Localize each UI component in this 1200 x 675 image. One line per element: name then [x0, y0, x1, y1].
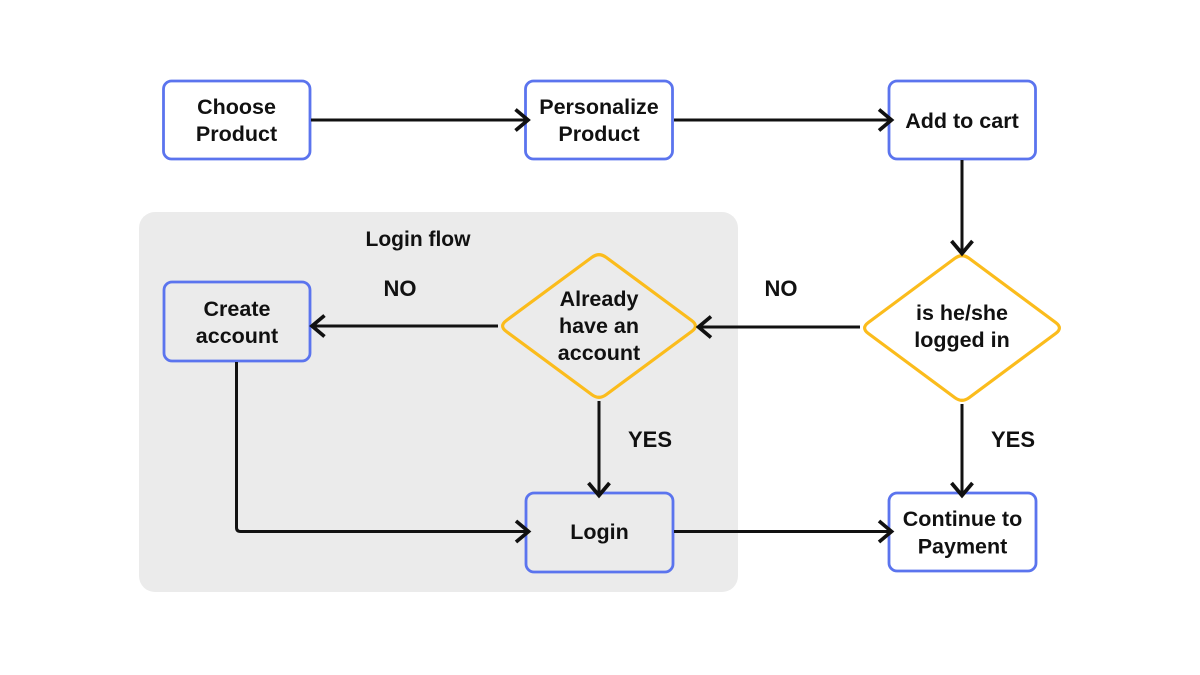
svg-text:logged in: logged in — [914, 328, 1010, 352]
svg-text:Login: Login — [570, 520, 629, 544]
svg-text:YES: YES — [628, 427, 672, 452]
svg-text:Payment: Payment — [918, 535, 1008, 559]
svg-text:Product: Product — [558, 122, 639, 146]
svg-text:account: account — [196, 324, 278, 348]
svg-text:YES: YES — [991, 427, 1035, 452]
svg-text:have an: have an — [559, 314, 639, 338]
svg-text:NO: NO — [765, 276, 798, 301]
svg-text:Login flow: Login flow — [366, 228, 472, 251]
svg-text:NO: NO — [384, 276, 417, 301]
svg-text:Choose: Choose — [197, 95, 276, 119]
svg-text:Personalize: Personalize — [539, 95, 659, 119]
svg-text:is he/she: is he/she — [916, 301, 1008, 325]
svg-text:Continue to: Continue to — [903, 507, 1022, 531]
svg-text:Create: Create — [204, 297, 271, 321]
svg-text:Add to cart: Add to cart — [905, 109, 1018, 133]
svg-text:Product: Product — [196, 122, 277, 146]
svg-text:Already: Already — [560, 287, 639, 311]
svg-text:account: account — [558, 341, 640, 365]
